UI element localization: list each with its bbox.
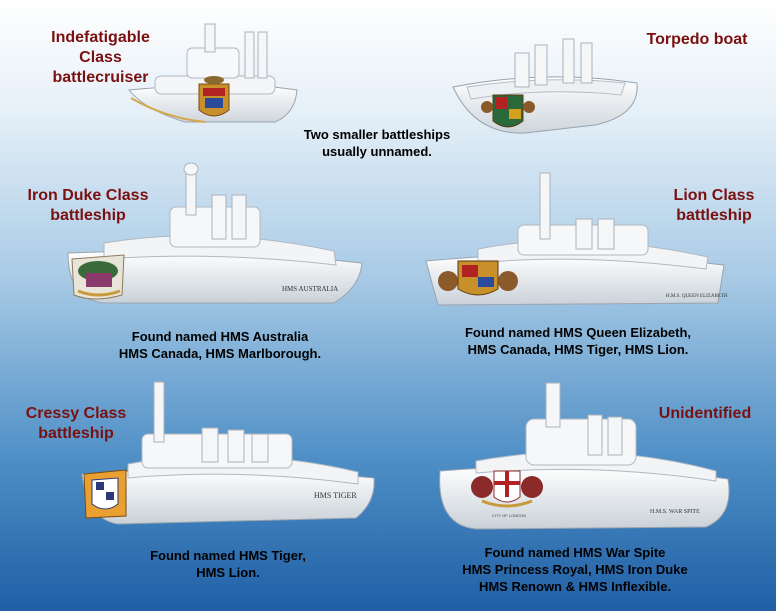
city-crest-icon (198, 76, 230, 117)
title-line: battleship (38, 425, 114, 442)
hull-name-label: H.M.S. QUEEN ELIZABETH (666, 294, 728, 299)
caption-line: Found named HMS Tiger, (150, 548, 306, 563)
coat-of-arms-icon (481, 94, 535, 128)
caption-line: Found named HMS Australia (131, 329, 309, 344)
caption-line: HMS Lion. (196, 565, 260, 580)
coat-of-arms-icon (83, 469, 127, 519)
title-unidentified: Unidentified (650, 404, 760, 424)
title-line: Cressy Class (25, 405, 127, 422)
hull-name-label: H.M.S. WAR SPITE (650, 509, 700, 515)
caption-line: HMS Renown & HMS Inflexible. (478, 579, 672, 594)
caption-line: HMS Canada, HMS Marlborough. (118, 346, 322, 361)
caption-line: HMS Canada, HMS Tiger, HMS Lion. (467, 342, 689, 357)
city-of-london-crest-icon (471, 470, 543, 508)
indefatigable-battlecruiser-image (125, 18, 300, 133)
caption-line: usually unnamed. (322, 144, 432, 159)
coat-of-arms-icon (71, 254, 125, 300)
title-line: battleship (676, 207, 752, 224)
caption-line: HMS Princess Royal, HMS Iron Duke (462, 562, 688, 577)
caption-line: Found named HMS War Spite (484, 545, 666, 560)
iron-duke-battleship-image: HMS AUSTRALIA (64, 155, 364, 310)
title-line: battlecruiser (52, 69, 149, 86)
title-line: Lion Class (673, 187, 755, 204)
caption-smaller-battleships: Two smaller battleships usually unnamed. (292, 126, 462, 160)
caption-lion: Found named HMS Queen Elizabeth, HMS Can… (448, 324, 708, 358)
title-lion: Lion Class battleship (664, 186, 764, 226)
caption-line: Found named HMS Queen Elizabeth, (464, 325, 692, 340)
caption-iron-duke: Found named HMS Australia HMS Canada, HM… (100, 328, 340, 362)
title-indefatigable: Indefatigable Class battlecruiser (28, 28, 173, 88)
title-torpedo-boat: Torpedo boat (632, 30, 762, 50)
caption-unidentified: Found named HMS War Spite HMS Princess R… (440, 544, 710, 595)
caption-line: Two smaller battleships (303, 127, 451, 142)
crest-motto-label: CITY OF LONDON (492, 513, 526, 518)
title-line: Indefatigable Class (51, 29, 150, 66)
title-line: battleship (50, 207, 126, 224)
coat-of-arms-icon (438, 260, 518, 296)
lion-battleship-image: H.M.S. QUEEN ELIZABETH (418, 165, 728, 310)
title-line: Iron Duke Class (27, 187, 149, 204)
title-cressy: Cressy Class battleship (20, 404, 132, 444)
torpedo-boat-image (445, 25, 645, 140)
title-line: Unidentified (658, 405, 752, 422)
unidentified-battleship-image: CITY OF LONDON H.M.S. WAR SPITE (436, 375, 736, 535)
hull-name-label: HMS AUSTRALIA (282, 285, 338, 293)
title-iron-duke: Iron Duke Class battleship (24, 186, 152, 226)
title-line: Torpedo boat (646, 31, 748, 48)
cressy-battleship-image: HMS TIGER (78, 378, 378, 528)
hull-name-label: HMS TIGER (314, 491, 357, 500)
caption-cressy: Found named HMS Tiger, HMS Lion. (128, 547, 328, 581)
